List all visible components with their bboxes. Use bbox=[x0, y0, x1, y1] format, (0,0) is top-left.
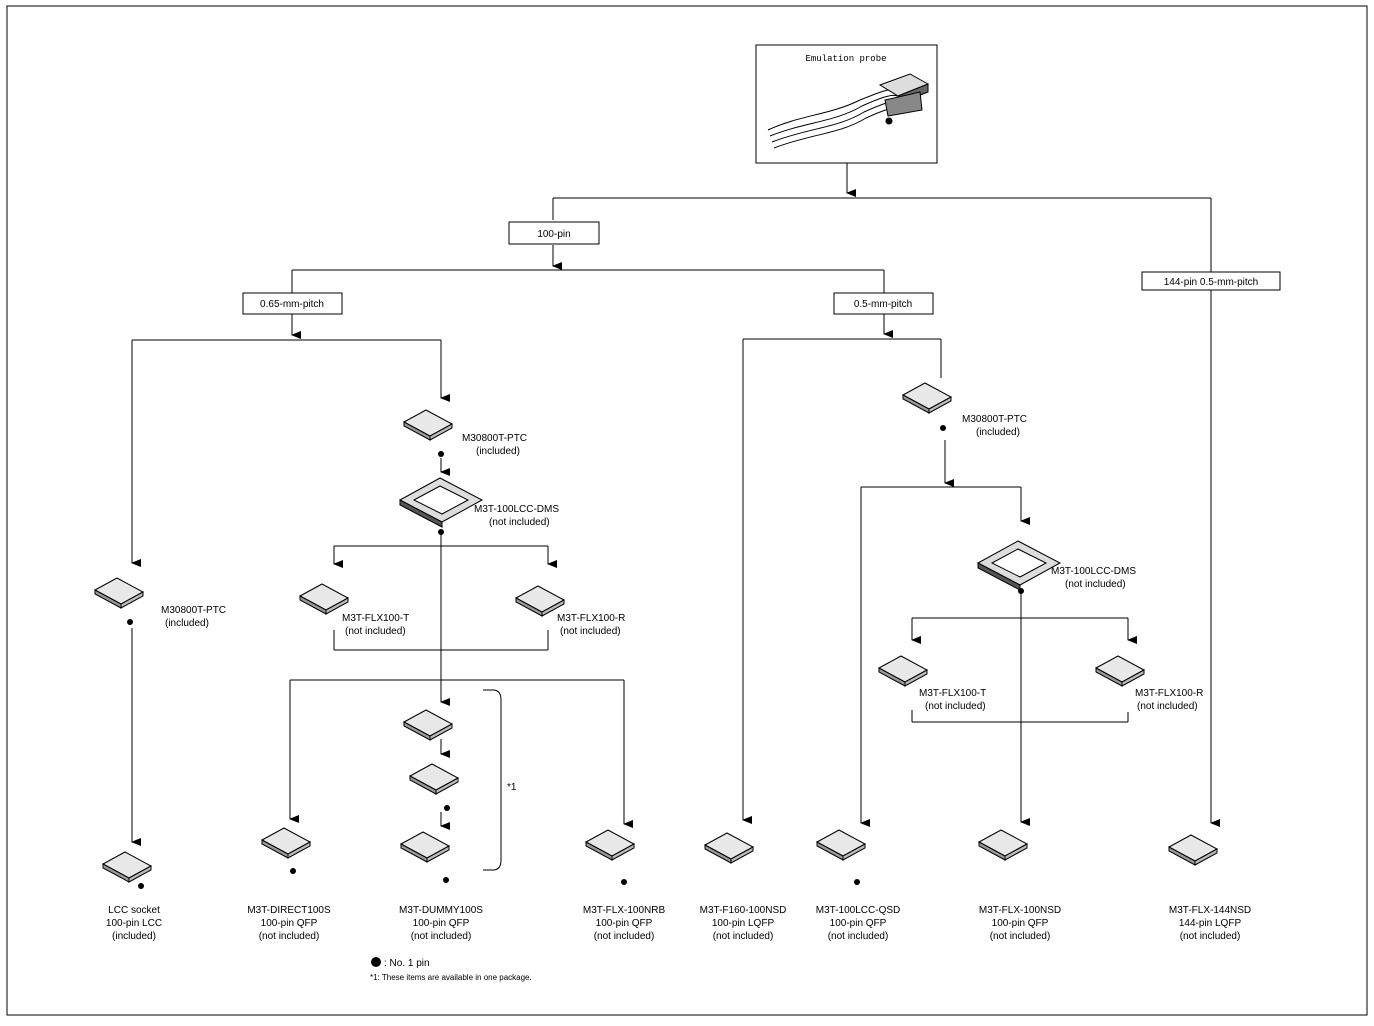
flx100-t-mid-name: M3T-FLX100-T bbox=[342, 613, 409, 624]
flx100-r-mid-name: M3T-FLX100-R bbox=[557, 613, 625, 624]
dummy-top-icon bbox=[403, 709, 453, 741]
pin1-dot-icon bbox=[438, 451, 444, 457]
branch-144-pin: 144-pin 0.5-mm-pitch bbox=[1141, 271, 1281, 291]
bottom-1-status: (included) bbox=[112, 931, 156, 942]
lcc-socket-icon bbox=[102, 851, 152, 883]
flx100-t-right-icon bbox=[878, 655, 928, 687]
lcc-qsd-icon bbox=[816, 829, 866, 861]
svg-text:100-pin: 100-pin bbox=[537, 229, 570, 240]
bottom-6-name: M3T-100LCC-QSD bbox=[816, 905, 900, 916]
bottom-6-status: (not included) bbox=[828, 931, 889, 942]
pin1-dot-icon bbox=[127, 619, 133, 625]
pin1-dot-icon bbox=[444, 805, 450, 811]
bottom-7-name: M3T-FLX-100NSD bbox=[979, 905, 1061, 916]
ptc-right-icon bbox=[902, 382, 952, 414]
bottom-8-status: (not included) bbox=[1180, 931, 1241, 942]
dummy100s-icon bbox=[400, 831, 450, 863]
legend-pin-label: : No. 1 pin bbox=[384, 958, 430, 969]
bottom-7-status: (not included) bbox=[990, 931, 1051, 942]
flx-144nsd-icon bbox=[1168, 834, 1218, 866]
dummy-mid-icon bbox=[409, 763, 459, 795]
bottom-2-name: M3T-DIRECT100S bbox=[247, 905, 331, 916]
ptc-left-icon bbox=[94, 577, 144, 609]
svg-text:144-pin 0.5-mm-pitch: 144-pin 0.5-mm-pitch bbox=[1164, 277, 1258, 288]
ptc-right-status: (included) bbox=[976, 427, 1020, 438]
bottom-7-pkg: 100-pin QFP bbox=[992, 918, 1049, 929]
flx100-t-mid-icon bbox=[299, 583, 349, 615]
flx100-r-mid-icon bbox=[515, 585, 565, 617]
bottom-5-status: (not included) bbox=[713, 931, 774, 942]
dms-right-status: (not included) bbox=[1065, 579, 1126, 590]
dms-right-icon bbox=[976, 540, 1062, 594]
bottom-4-status: (not included) bbox=[594, 931, 655, 942]
ptc-mid-status: (included) bbox=[476, 446, 520, 457]
dms-mid-name: M3T-100LCC-DMS bbox=[474, 504, 559, 515]
dms-mid-icon bbox=[398, 477, 484, 535]
bottom-3-pkg: 100-pin QFP bbox=[413, 918, 470, 929]
ptc-left-status: (included) bbox=[165, 618, 209, 629]
bottom-3-name: M3T-DUMMY100S bbox=[399, 905, 483, 916]
emulation-probe-label: Emulation probe bbox=[805, 54, 886, 64]
flx100-r-mid-status: (not included) bbox=[560, 626, 621, 637]
svg-text:0.5-mm-pitch: 0.5-mm-pitch bbox=[854, 299, 912, 310]
bottom-8-pkg: 144-pin LQFP bbox=[1179, 918, 1242, 929]
branch-065-mm-pitch: 0.65-mm-pitch bbox=[242, 292, 343, 315]
f160-100nsd-icon bbox=[704, 832, 754, 864]
pin1-dot-icon bbox=[940, 425, 946, 431]
dms-right-name: M3T-100LCC-DMS bbox=[1051, 566, 1136, 577]
branch-05-mm-pitch: 0.5-mm-pitch bbox=[833, 292, 934, 315]
branch-100-pin: 100-pin bbox=[508, 221, 600, 245]
bottom-6-pkg: 100-pin QFP bbox=[830, 918, 887, 929]
bottom-4-pkg: 100-pin QFP bbox=[596, 918, 653, 929]
pin1-dot-icon bbox=[443, 877, 449, 883]
pin1-dot-icon bbox=[290, 868, 296, 874]
flx100-t-right-name: M3T-FLX100-T bbox=[919, 688, 986, 699]
pin1-dot-icon bbox=[621, 879, 627, 885]
flx100-r-right-status: (not included) bbox=[1137, 701, 1198, 712]
bottom-4-name: M3T-FLX-100NRB bbox=[583, 905, 666, 916]
bottom-5-name: M3T-F160-100NSD bbox=[700, 905, 787, 916]
pin1-dot-icon bbox=[138, 883, 144, 889]
ptc-left-name: M30800T-PTC bbox=[161, 605, 226, 616]
flx100-r-right-name: M3T-FLX100-R bbox=[1135, 688, 1203, 699]
emulation-probe-box: Emulation probe bbox=[755, 44, 938, 164]
flx100-t-right-status: (not included) bbox=[925, 701, 986, 712]
svg-text:0.65-mm-pitch: 0.65-mm-pitch bbox=[260, 299, 324, 310]
legend-note: *1: These items are available in one pac… bbox=[370, 973, 532, 982]
bottom-1-pkg: 100-pin LCC bbox=[106, 918, 162, 929]
connector-lines bbox=[131, 163, 1220, 871]
bottom-5-pkg: 100-pin LQFP bbox=[712, 918, 775, 929]
flx-100nrb-icon bbox=[585, 829, 635, 861]
bracket-note: *1 bbox=[507, 782, 517, 793]
flx100-r-right-icon bbox=[1095, 655, 1145, 687]
ptc-mid-icon bbox=[403, 409, 453, 441]
flx-100nsd-icon bbox=[978, 829, 1028, 861]
dms-mid-status: (not included) bbox=[489, 517, 550, 528]
bottom-8-name: M3T-FLX-144NSD bbox=[1169, 905, 1251, 916]
pin1-dot-icon bbox=[854, 879, 860, 885]
direct100s-icon bbox=[261, 827, 311, 859]
bottom-2-status: (not included) bbox=[259, 931, 320, 942]
legend: : No. 1 pin *1: These items are availabl… bbox=[370, 957, 532, 982]
ptc-right-name: M30800T-PTC bbox=[962, 414, 1027, 425]
ptc-mid-name: M30800T-PTC bbox=[462, 433, 527, 444]
bottom-2-pkg: 100-pin QFP bbox=[261, 918, 318, 929]
pin1-dot-icon bbox=[371, 957, 381, 967]
probe-cable-icon bbox=[767, 73, 930, 149]
bottom-3-status: (not included) bbox=[411, 931, 472, 942]
frame-border bbox=[6, 5, 1368, 1016]
flx100-t-mid-status: (not included) bbox=[345, 626, 406, 637]
bottom-1-name: LCC socket bbox=[108, 905, 160, 916]
